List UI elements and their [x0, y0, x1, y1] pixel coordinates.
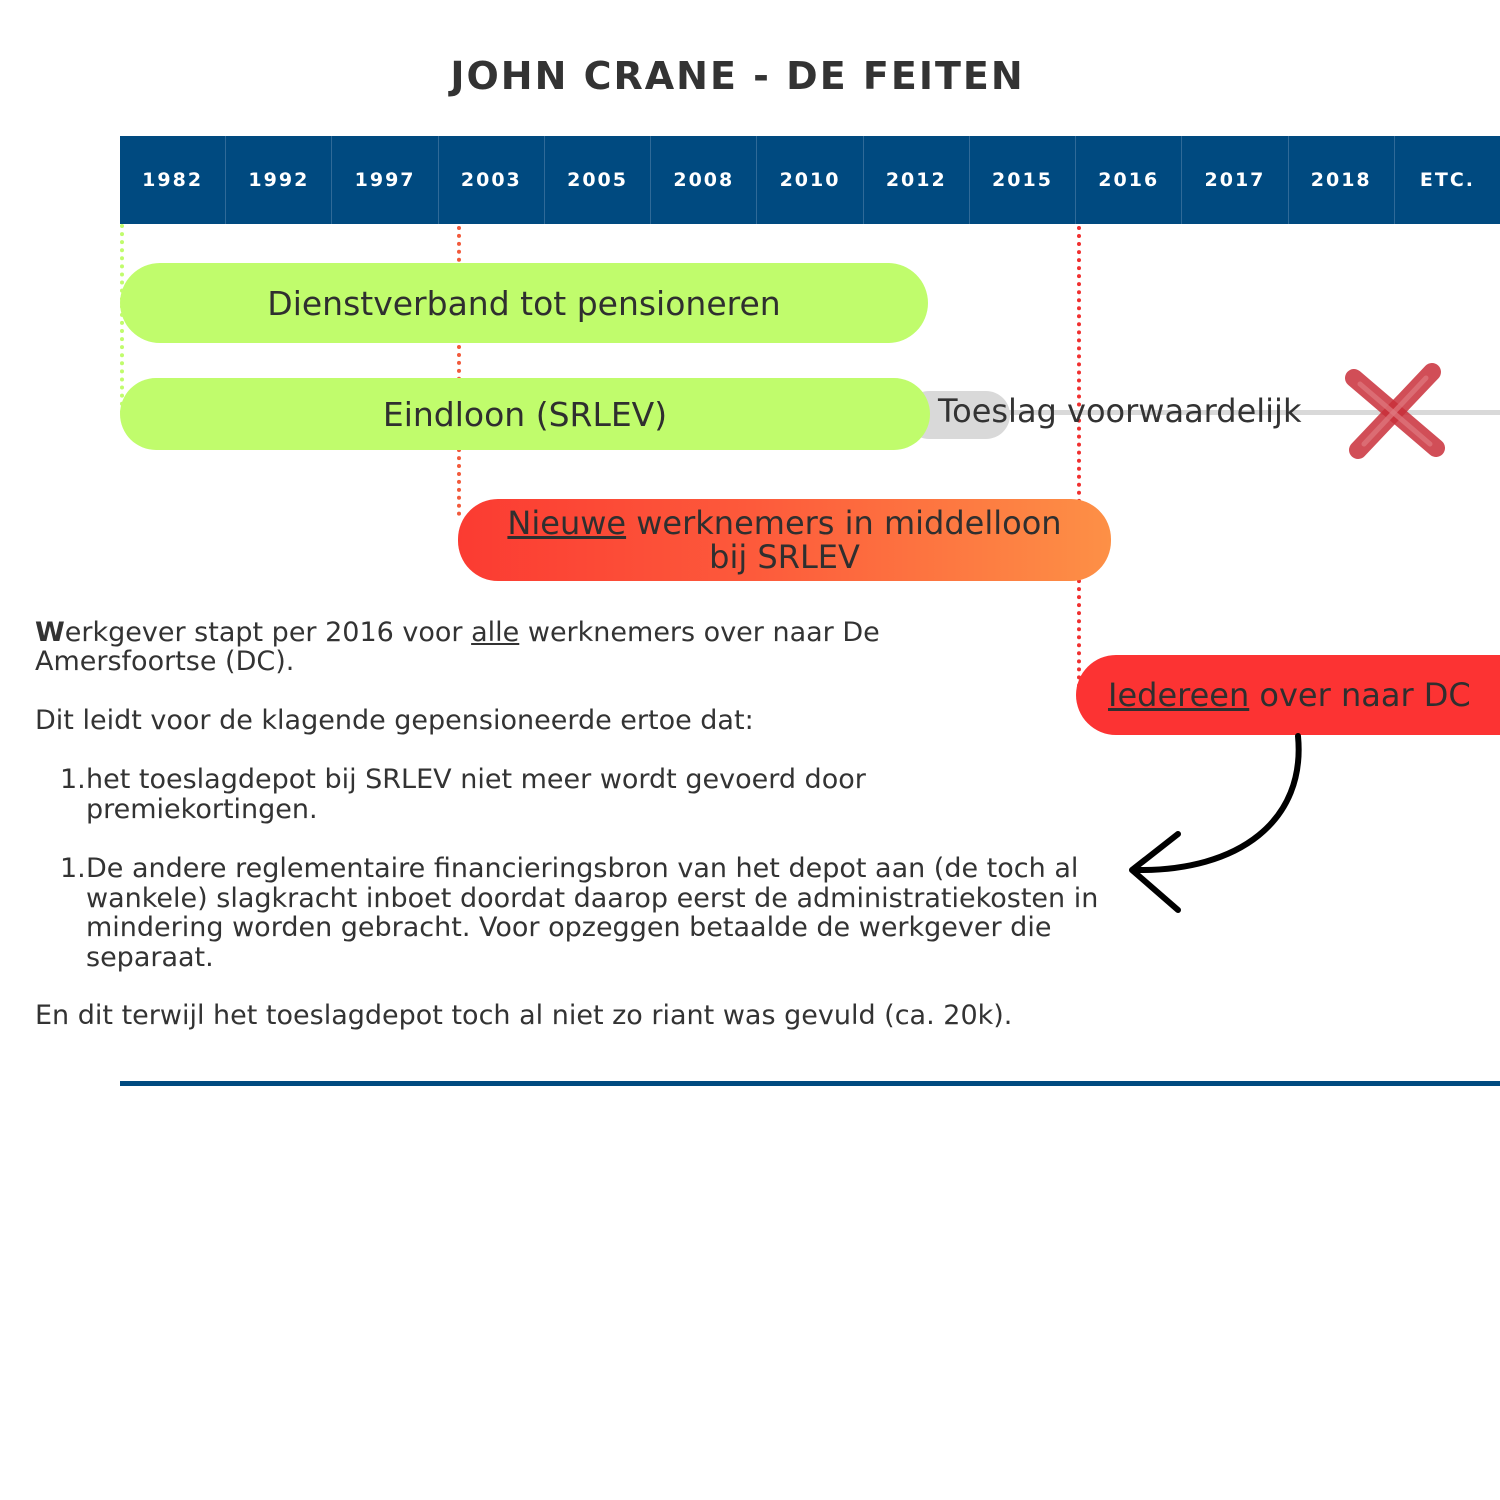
paragraph-werkgever-b: werknemers over naar De Amersfoortse (DC… [35, 617, 880, 677]
guide-line-1982 [120, 224, 124, 414]
list-item-number: 1. [60, 853, 86, 884]
guide-line-2003 [457, 226, 461, 516]
nieuwe-werknemers-line1: Nieuwe werknemers in middelloon [507, 506, 1061, 540]
paragraph-gevolg: Dit leidt voor de klagende gepensioneerd… [35, 705, 754, 736]
list-item-text: het toeslagdepot bij SRLEV niet meer wor… [86, 764, 866, 825]
year-cell: ETC. [1419, 169, 1475, 191]
list-item-number: 1. [60, 764, 86, 795]
paragraph-werkgever-a: erkgever stapt per 2016 voor [64, 617, 472, 648]
eindloon-label: Eindloon (SRLEV) [382, 394, 668, 434]
dienstverband-bar: Dienstverband tot pensioneren [120, 263, 928, 343]
year-cell: 1997 [332, 136, 439, 224]
nieuwe-werknemers-bar: Nieuwe werknemers in middelloon bij SRLE… [458, 499, 1111, 581]
year-cell: 2017 [1182, 136, 1289, 224]
iedereen-underlined: Iedereen [1108, 676, 1250, 714]
list-item-text: De andere reglementaire financieringsbro… [86, 853, 1099, 973]
paragraph-werkgever: Werkgever stapt per 2016 voor alle werkn… [35, 618, 1015, 676]
iedereen-bar: Iedereen over naar DC [1076, 655, 1500, 735]
year-cell: 2005 [545, 136, 652, 224]
list-item: 1. het toeslagdepot bij SRLEV niet meer … [60, 765, 1040, 824]
nieuwe-rest: werknemers in middelloon [626, 504, 1062, 542]
year-cell: 2008 [651, 136, 758, 224]
year-cell: 2003 [439, 136, 545, 224]
year-cell: 2016 [1076, 136, 1183, 224]
year-cell: 2010 [757, 136, 864, 224]
toeslag-line [1000, 410, 1500, 415]
page-title: JOHN CRANE - DE FEITEN [450, 54, 1025, 98]
paragraph-werkgever-initial: W [35, 617, 65, 648]
iedereen-rest: over naar DC [1249, 676, 1471, 714]
paragraph-toeslagdepot: En dit terwijl het toeslagdepot toch al … [35, 1000, 1013, 1031]
year-cell: 1992 [226, 136, 333, 224]
bottom-rule [120, 1081, 1500, 1086]
red-x-cross-icon [1345, 363, 1445, 459]
year-cell: 2012 [864, 136, 970, 224]
eindloon-bar: Eindloon (SRLEV) [120, 378, 930, 450]
paragraph-werkgever-underlined: alle [471, 617, 520, 648]
list-item: 1. De andere reglementaire financierings… [60, 854, 1140, 972]
year-cell: 2018 [1289, 136, 1395, 224]
year-timeline-bar: 1982 1992 1997 2003 2005 2008 2010 2012 … [120, 136, 1500, 224]
year-cell: 2015 [970, 136, 1077, 224]
year-cell: 1982 [120, 136, 227, 224]
nieuwe-underlined: Nieuwe [507, 504, 627, 542]
dienstverband-label: Dienstverband tot pensioneren [267, 283, 781, 323]
toeslag-label: Toeslag voorwaardelijk [938, 392, 1302, 430]
curved-arrow-icon [1129, 733, 1302, 913]
guide-line-2016 [1077, 226, 1081, 696]
nieuwe-werknemers-line2: bij SRLEV [709, 538, 860, 576]
